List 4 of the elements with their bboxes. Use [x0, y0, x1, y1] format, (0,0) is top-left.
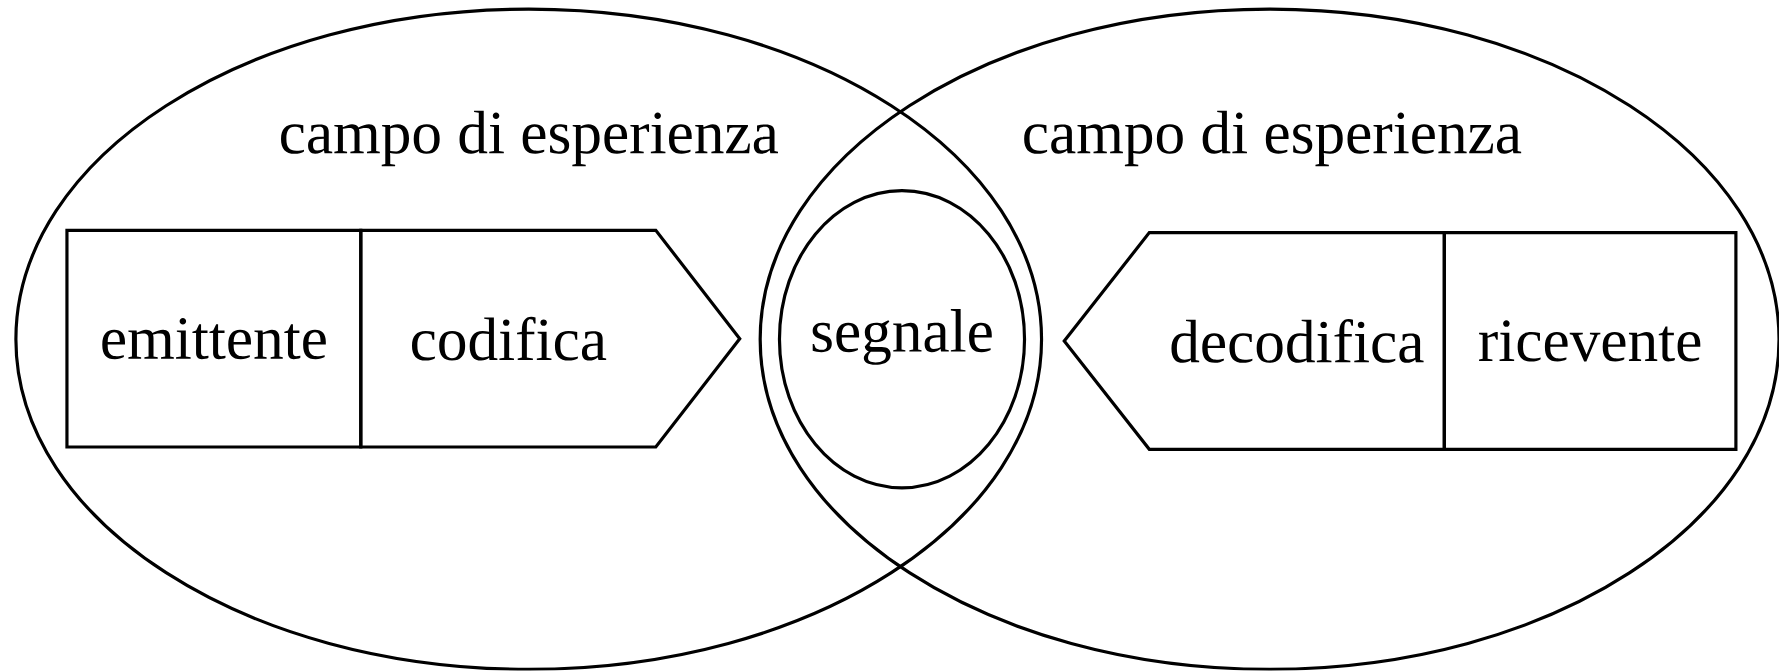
arrow-box: decodifica: [1062, 231, 1446, 452]
process-box: emittente: [65, 228, 363, 449]
process-box: ricevente: [1442, 231, 1738, 452]
arrow-box: codifica: [359, 228, 742, 449]
